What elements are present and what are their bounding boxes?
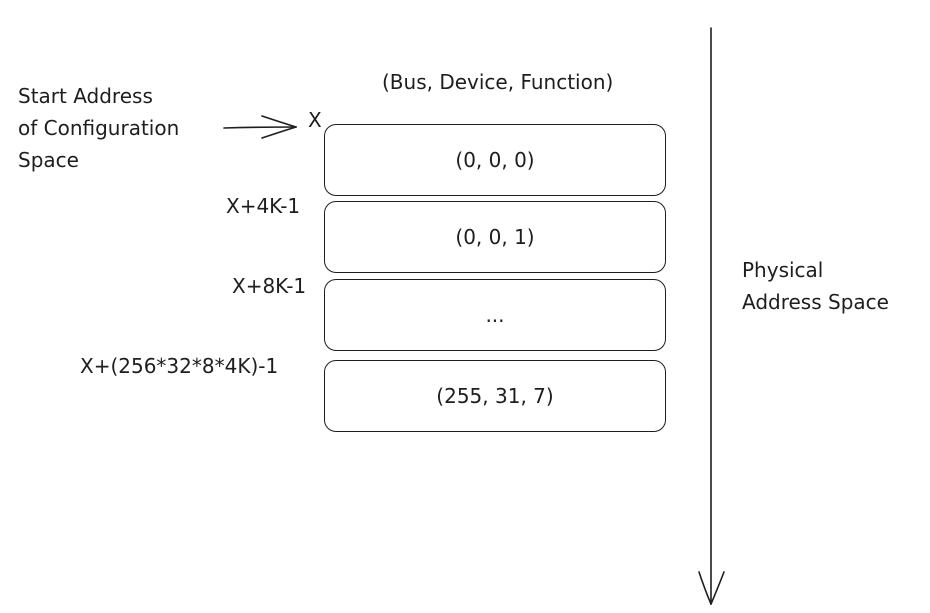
offset-label-2: X+8K-1 bbox=[232, 274, 307, 298]
config-row-last: (255, 31, 7) bbox=[324, 360, 666, 432]
start-address-arrow bbox=[223, 115, 297, 139]
start-address-label-line3: Space bbox=[18, 148, 79, 172]
config-row-label: ... bbox=[485, 303, 505, 327]
config-row-0: (0, 0, 0) bbox=[324, 124, 666, 196]
start-address-label-line1: Start Address bbox=[18, 84, 153, 108]
config-row-ellipsis: ... bbox=[324, 279, 666, 351]
config-row-label: (255, 31, 7) bbox=[436, 384, 554, 408]
offset-label-1: X+4K-1 bbox=[226, 194, 301, 218]
start-marker: X bbox=[308, 108, 322, 132]
start-address-label-line2: of Configuration bbox=[18, 116, 180, 140]
config-row-label: (0, 0, 1) bbox=[455, 225, 535, 249]
column-header: (Bus, Device, Function) bbox=[382, 70, 614, 94]
axis-label-line2: Address Space bbox=[742, 290, 889, 314]
config-row-label: (0, 0, 0) bbox=[455, 148, 535, 172]
axis-label-line1: Physical bbox=[742, 258, 824, 282]
offset-label-3: X+(256*32*8*4K)-1 bbox=[80, 354, 279, 378]
address-space-arrow bbox=[698, 27, 725, 605]
config-row-1: (0, 0, 1) bbox=[324, 201, 666, 273]
